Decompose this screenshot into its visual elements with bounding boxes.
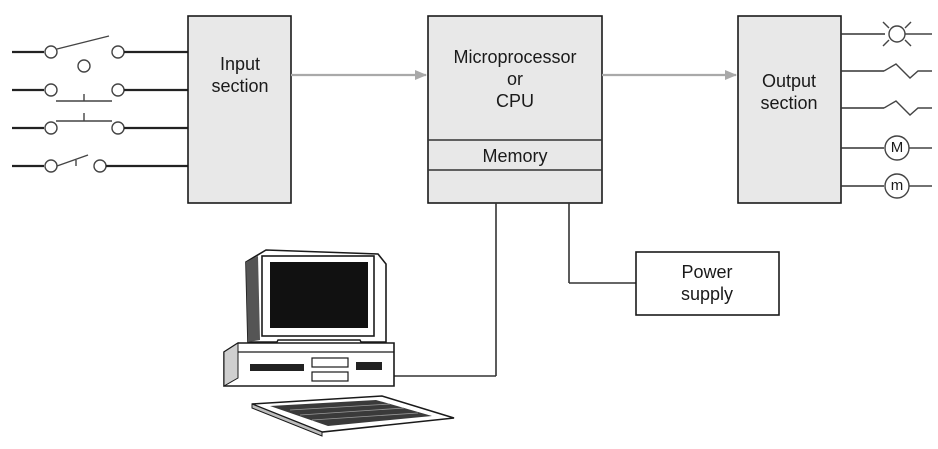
- output-section-label: Output section: [760, 70, 817, 114]
- input-switch-2: [12, 83, 188, 102]
- motor-m-label: m: [890, 177, 904, 194]
- input-switch-1: [12, 35, 188, 73]
- motor-icon: [841, 173, 932, 199]
- cpu-line3: CPU: [495, 91, 534, 111]
- cpu-line2: or: [506, 69, 523, 89]
- input-section-block: [187, 15, 292, 204]
- heater-icon: [841, 63, 932, 79]
- cpu-line1: Microprocessor: [453, 47, 577, 67]
- input-switch-4: [12, 154, 188, 173]
- output-section-block: [737, 15, 842, 204]
- input-section-line1: Input: [219, 54, 261, 74]
- motor-icon: [841, 135, 932, 161]
- power-supply-block: [635, 251, 780, 316]
- lamp-icon: [841, 21, 932, 47]
- cpu-label: Microprocessor or CPU: [453, 46, 576, 112]
- computer-icon: [223, 249, 455, 437]
- input-section-line2: section: [211, 76, 269, 96]
- cpu-block: [427, 15, 603, 204]
- power-supply-line2: supply: [680, 284, 734, 304]
- input-switch-3: [12, 113, 188, 135]
- motor-M-label: M: [890, 139, 904, 156]
- heater-icon: [841, 100, 932, 116]
- memory-label: Memory: [482, 146, 548, 166]
- input-section-label: Input section: [211, 53, 268, 97]
- output-section-line2: section: [760, 93, 818, 113]
- power-supply-label: Power supply: [681, 261, 733, 305]
- output-section-line1: Output: [761, 71, 817, 91]
- power-supply-line1: Power: [681, 262, 733, 282]
